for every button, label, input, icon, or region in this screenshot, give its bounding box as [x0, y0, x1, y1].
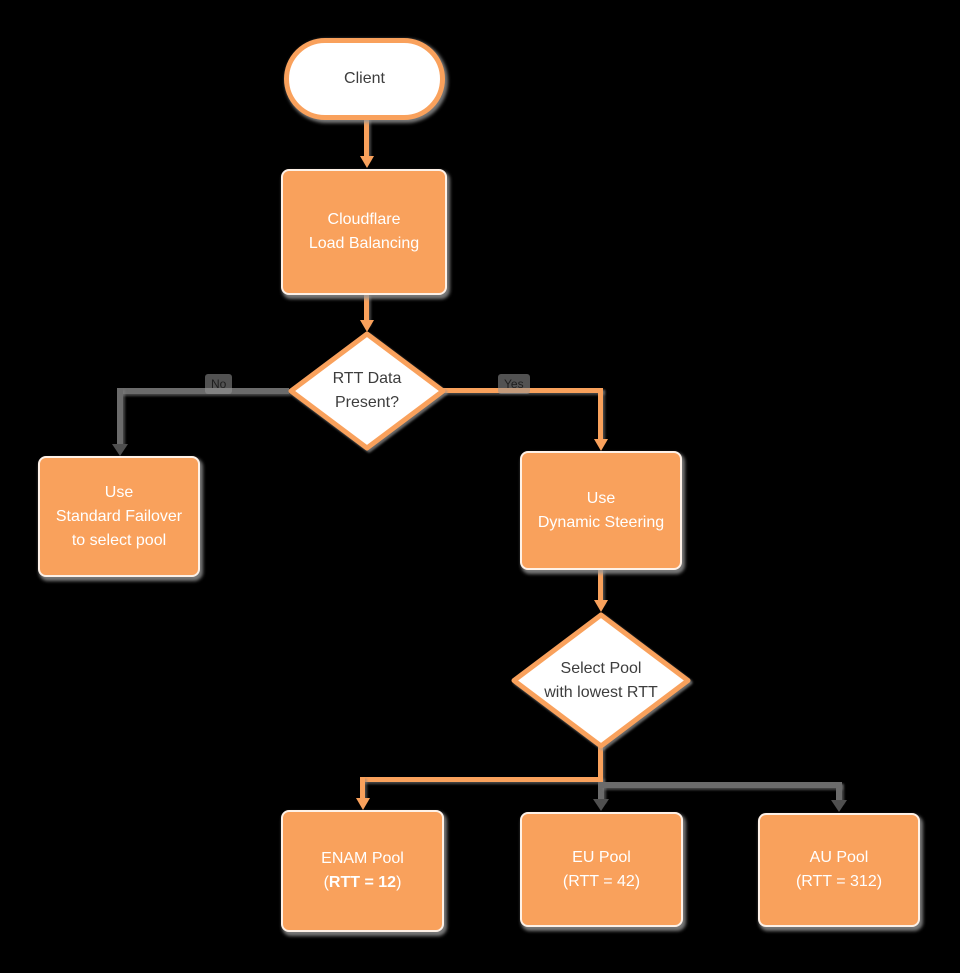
select-pool-line1: Select Pool: [560, 659, 642, 677]
node-enam-pool: ENAM Pool (RTT = 12): [281, 810, 444, 932]
node-select-pool: Select Pool with lowest RTT: [510, 611, 692, 750]
arrowhead-steering-to-select: [594, 600, 608, 612]
au-line2: (RTT = 312): [795, 873, 883, 890]
arrowhead-to-au: [831, 800, 847, 812]
au-line1: AU Pool: [809, 849, 869, 866]
edge-yes-vertical: [598, 388, 603, 441]
arrowhead-yes-branch: [594, 439, 608, 451]
failover-line1: Use: [104, 483, 134, 501]
enam-line2: (RTT = 12): [323, 874, 402, 891]
select-pool-line2: with lowest RTT: [544, 683, 658, 701]
arrowhead-to-eu: [593, 799, 609, 811]
edge-to-enam-vertical: [360, 777, 365, 800]
eu-line1: EU Pool: [572, 848, 631, 866]
edge-steering-to-select: [598, 567, 603, 603]
rtt-decision-line2: Present?: [334, 394, 400, 411]
node-cloudflare-load-balancing: Cloudflare Load Balancing: [281, 169, 447, 295]
edge-lb-to-rtt-decision: [364, 293, 369, 324]
node-cloudflare-line2: Load Balancing: [308, 235, 420, 252]
rtt-decision-line1: RTT Data: [332, 370, 402, 387]
edge-to-au-vertical: [836, 782, 842, 802]
edge-select-down: [598, 745, 603, 782]
steering-line1: Use: [586, 489, 616, 507]
arrowhead-to-enam: [356, 798, 370, 810]
eu-line2: (RTT = 42): [562, 872, 641, 890]
node-dynamic-steering: Use Dynamic Steering: [520, 451, 682, 570]
failover-line2: Standard Failover: [55, 507, 183, 525]
edge-no-vertical: [117, 388, 123, 445]
steering-line2: Dynamic Steering: [537, 513, 665, 531]
edge-to-eu-vertical: [598, 782, 604, 801]
enam-line1: ENAM Pool: [321, 850, 404, 867]
node-rtt-data-present: RTT Data Present?: [287, 330, 447, 452]
edge-to-enam-horizontal: [360, 777, 603, 782]
edge-client-to-lb: [364, 113, 369, 159]
arrowhead-no-branch: [112, 444, 128, 456]
edge-no-horizontal: [117, 388, 289, 394]
diamond-shape: [288, 331, 446, 451]
node-client-label: Client: [344, 70, 385, 87]
edge-label-yes: Yes: [498, 374, 530, 394]
enam-rtt-bold: RTT = 12: [328, 874, 397, 891]
node-cloudflare-line1: Cloudflare: [327, 211, 401, 228]
edge-to-au-horizontal: [601, 782, 841, 788]
node-eu-pool: EU Pool (RTT = 42): [520, 812, 683, 927]
node-client: Client: [284, 38, 445, 120]
arrowhead-client-to-lb: [360, 156, 374, 168]
arrowhead-lb-to-rtt-decision: [360, 320, 374, 332]
failover-line3: to select pool: [71, 531, 167, 549]
edge-label-no: No: [205, 374, 233, 394]
node-au-pool: AU Pool (RTT = 312): [758, 813, 920, 927]
diamond-shape: [511, 612, 691, 749]
node-standard-failover: Use Standard Failover to select pool: [38, 456, 200, 577]
